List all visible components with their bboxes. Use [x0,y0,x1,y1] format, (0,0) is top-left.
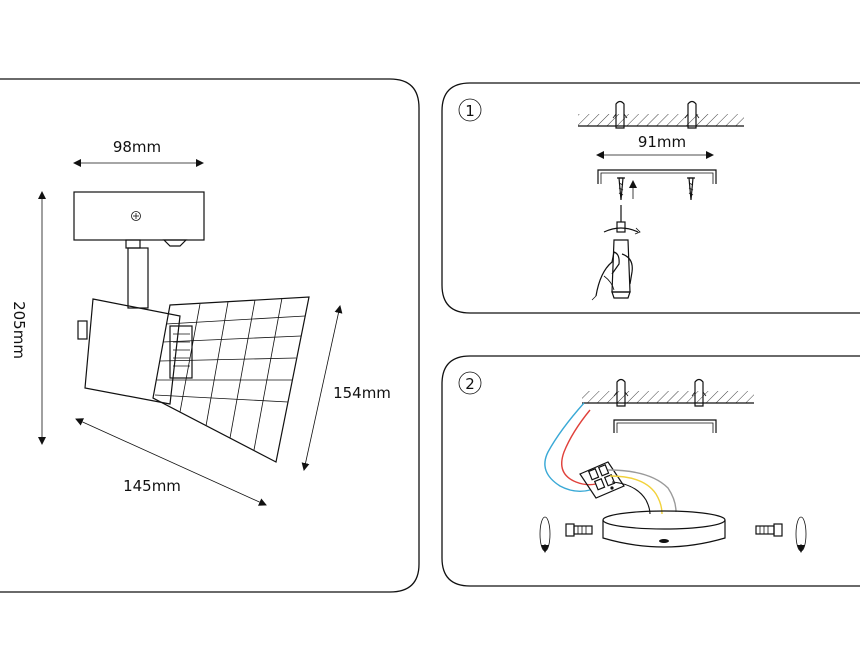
dimensions-panel: 98mm 205mm 145mm 154mm [0,78,420,593]
depth-dimension-label: 145mm [123,477,181,495]
shade-dimension-line [301,305,343,471]
wire-grey [607,469,677,513]
rotate-left-icon [539,516,551,553]
width-dimension-label: 98mm [113,138,161,156]
step1-panel-frame [441,82,860,314]
lamp-body [84,298,181,405]
screw-icon [617,177,625,201]
wall-anchor-icon [613,378,629,407]
lamp-stem [127,247,149,309]
screw-icon [687,177,695,201]
screwdriver-hand-icon [591,205,641,301]
rotate-right-icon [795,516,807,553]
grid-shade [152,296,310,463]
lamp-base-disc [602,510,726,548]
spotlight-drawing [73,191,310,463]
ceiling-hatch [578,114,744,126]
step2-number: 2 [465,375,475,393]
base-screw-icon [131,211,141,221]
height-dimension-label: 205mm [10,301,28,359]
bolt-left-icon [565,523,593,537]
wall-anchor-icon [684,100,700,129]
dimensions-panel-frame [0,78,420,593]
switch-tab [162,239,188,247]
step1-number-badge [458,98,482,122]
spacing-dimension-label: 91mm [638,133,686,151]
wall-anchor-icon [612,100,628,129]
mounting-bracket [613,419,717,433]
lamp-socket [169,325,193,379]
ceiling-hatch [582,391,754,403]
shade-dimension-label: 154mm [333,384,391,402]
wire-red [561,409,597,486]
wire-blue [544,402,591,493]
step2-panel-frame [441,355,860,587]
depth-dimension-line [75,418,267,506]
wire-yellow [609,475,663,515]
step1-number: 1 [465,102,475,120]
step2-number-badge [458,371,482,395]
wall-anchor-icon [691,378,707,407]
mounting-bracket [597,169,717,184]
step2-panel: 2 [441,355,860,587]
terminal-block-icon [579,461,625,499]
wire-black [611,481,651,515]
bolt-right-icon [755,523,783,537]
step1-panel: 1 91mm [441,82,860,314]
